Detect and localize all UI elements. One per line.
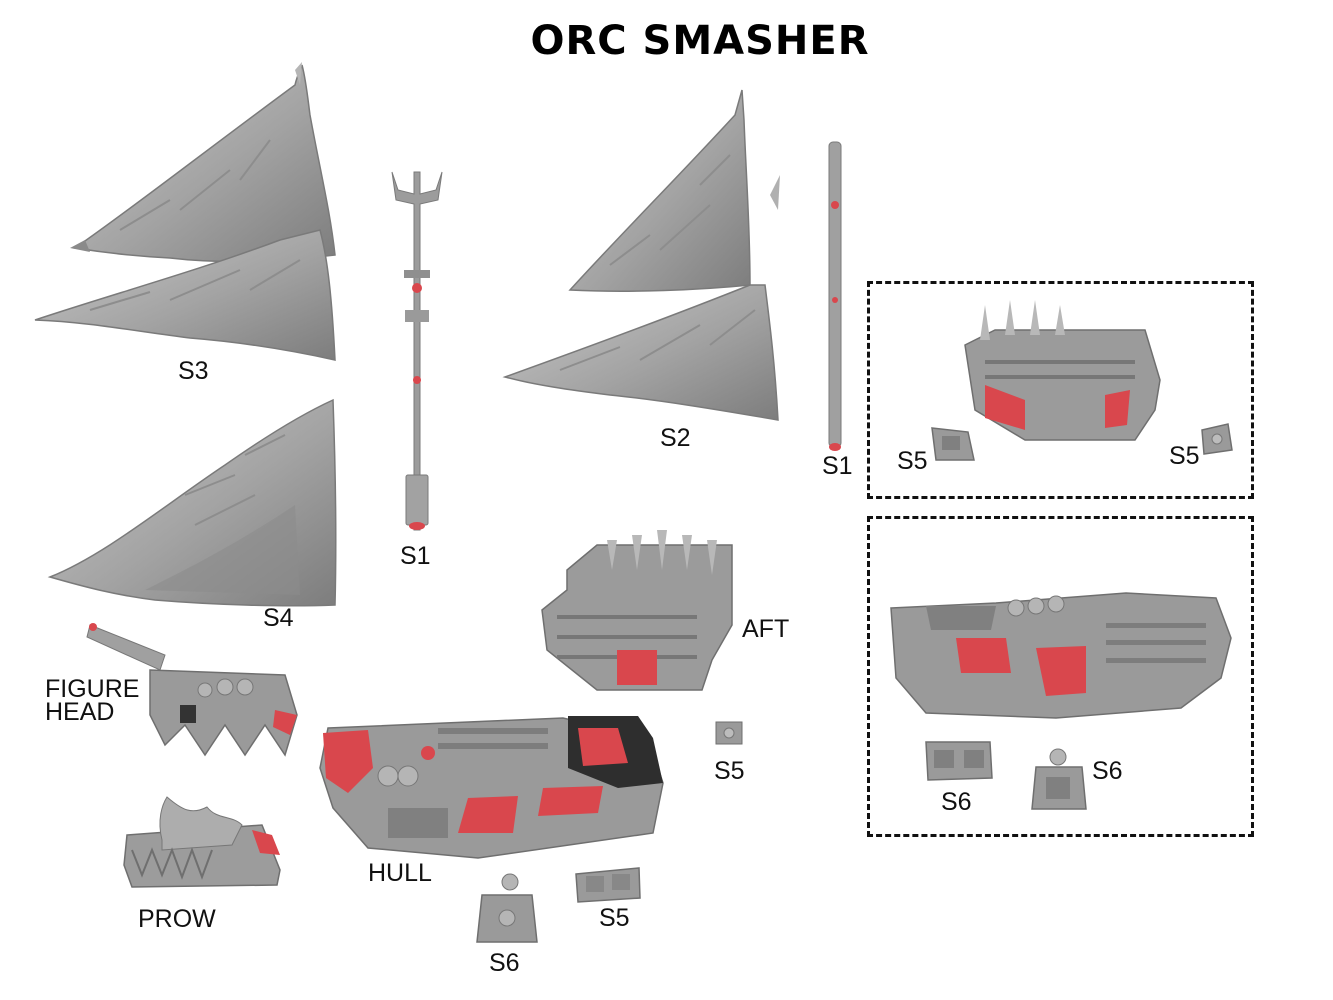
- page-title: ORC SMASHER: [530, 18, 870, 64]
- alt-hull-image: [886, 578, 1234, 723]
- alt-aft-s5-right-image: [1200, 422, 1235, 457]
- alt-aft-image: [955, 300, 1165, 445]
- prow-image: [122, 795, 282, 890]
- s5-bottom-image: [574, 866, 642, 904]
- mast-s1-left-image: [388, 170, 448, 535]
- sail-s3-image: [30, 60, 350, 370]
- label-box2-s6-right: S6: [1092, 757, 1123, 785]
- label-s3: S3: [178, 357, 209, 385]
- label-figure-head: FIGURE HEAD: [45, 675, 140, 726]
- s6-bottom-image: [472, 870, 542, 945]
- label-s6-bottom: S6: [489, 949, 520, 977]
- alt-aft-s5-left-image: [928, 426, 976, 464]
- label-box1-s5-left: S5: [897, 447, 928, 475]
- alt-hull-s6-right-image: [1028, 745, 1090, 813]
- alt-hull-option-box: [867, 516, 1254, 837]
- figure-head-image: [85, 615, 305, 765]
- mast-s1-right-image: [820, 140, 850, 455]
- s5-mid-image: [714, 718, 744, 748]
- label-hull: HULL: [368, 859, 432, 887]
- label-prow: PROW: [138, 905, 216, 933]
- alt-aft-option-box: [867, 281, 1254, 499]
- aft-image: [537, 530, 737, 695]
- label-box1-s5-right: S5: [1169, 442, 1200, 470]
- label-aft: AFT: [742, 615, 790, 643]
- hull-image: [318, 708, 673, 868]
- label-s2: S2: [660, 424, 691, 452]
- sail-s2-image: [500, 85, 790, 425]
- label-s1-left: S1: [400, 542, 431, 570]
- label-s4: S4: [263, 604, 294, 632]
- alt-hull-s6-left-image: [924, 740, 994, 782]
- label-s5-mid: S5: [714, 757, 745, 785]
- label-s1-right: S1: [822, 452, 853, 480]
- sail-s4-image: [45, 395, 340, 610]
- label-s5-bottom: S5: [599, 904, 630, 932]
- label-box2-s6-left: S6: [941, 788, 972, 816]
